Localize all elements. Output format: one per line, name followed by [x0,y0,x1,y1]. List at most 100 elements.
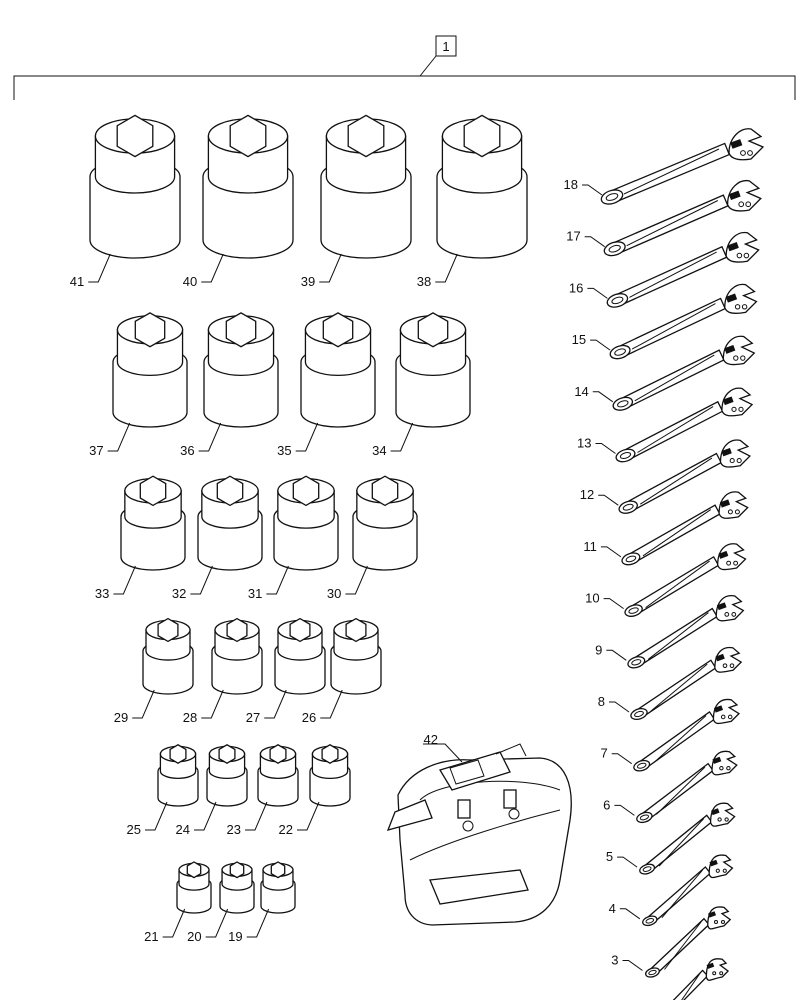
label-socket-24[interactable]: 24 [176,801,217,837]
wrench-9[interactable] [627,595,745,670]
label-socket-21[interactable]: 21 [144,908,186,944]
socket-33[interactable] [120,475,186,571]
socket-label: 30 [327,586,341,601]
label-wrench-6[interactable]: 6 [603,797,635,816]
label-socket-32[interactable]: 32 [172,565,213,601]
label-wrench-11[interactable]: 11 [583,539,622,558]
socket-label: 19 [228,929,242,944]
socket-39[interactable] [320,114,412,259]
wrench-17[interactable] [603,180,762,258]
socket-20[interactable] [219,861,255,914]
wrench-label: 6 [603,797,610,812]
wrench-label: 14 [574,384,588,399]
socket-32[interactable] [197,475,263,571]
wrench-7[interactable] [633,698,741,772]
socket-36[interactable] [203,312,279,428]
label-wrench-15[interactable]: 15 [572,332,611,351]
label-socket-41[interactable]: 41 [70,253,111,289]
wrench-10[interactable] [624,543,747,619]
wrench-13[interactable] [615,387,754,464]
label-socket-29[interactable]: 29 [114,689,155,725]
socket-label: 24 [176,822,190,837]
wrench-3[interactable] [645,906,732,979]
socket-35[interactable] [300,312,376,428]
wrench-5[interactable] [639,802,736,876]
wrench-11[interactable] [621,491,749,567]
label-wrench-9[interactable]: 9 [595,642,627,661]
socket-38[interactable] [436,114,528,259]
label-wrench-12[interactable]: 12 [580,487,619,506]
wrench-8[interactable] [630,646,743,722]
socket-25[interactable] [157,744,199,807]
socket-label: 41 [70,274,84,289]
socket-41[interactable] [89,114,181,259]
wrench-2[interactable] [648,958,730,1000]
socket-26[interactable] [330,617,382,695]
wrench-15[interactable] [609,283,758,361]
socket-30[interactable] [352,475,418,571]
wrench-12[interactable] [618,439,751,515]
wrench-label: 8 [598,694,605,709]
socket-31[interactable] [273,475,339,571]
label-socket-36[interactable]: 36 [180,422,222,458]
socket-label: 34 [372,443,386,458]
label-socket-26[interactable]: 26 [302,689,343,725]
label-socket-23[interactable]: 23 [227,801,268,837]
label-wrench-7[interactable]: 7 [600,746,632,765]
wrench-label: 9 [595,642,602,657]
socket-23[interactable] [257,744,299,807]
label-socket-31[interactable]: 31 [248,565,289,601]
socket-label: 31 [248,586,262,601]
socket-37[interactable] [112,312,188,428]
wrench-label: 17 [566,229,580,244]
label-wrench-8[interactable]: 8 [598,694,630,713]
wrench-4[interactable] [642,854,734,927]
socket-24[interactable] [206,744,248,807]
label-socket-22[interactable]: 22 [279,801,320,837]
socket-29[interactable] [142,617,194,695]
label-socket-33[interactable]: 33 [95,565,136,601]
label-wrench-3[interactable]: 3 [611,953,643,971]
label-wrench-13[interactable]: 13 [577,436,616,454]
label-socket-35[interactable]: 35 [277,422,319,458]
socket-19[interactable] [260,861,296,914]
label-wrench-10[interactable]: 10 [585,591,624,610]
socket-21[interactable] [176,861,212,914]
label-wrench-18[interactable]: 18 [564,177,603,196]
socket-40[interactable] [202,114,294,259]
label-wrench-14[interactable]: 14 [574,384,614,403]
socket-28[interactable] [211,617,263,695]
label-socket-37[interactable]: 37 [89,422,131,458]
socket-label: 40 [183,274,197,289]
socket-label: 33 [95,586,109,601]
label-socket-38[interactable]: 38 [417,253,458,289]
label-wrench-5[interactable]: 5 [606,849,638,868]
socket-22[interactable] [309,744,351,807]
label-socket-40[interactable]: 40 [183,253,224,289]
tool-bag[interactable] [386,743,572,926]
label-socket-30[interactable]: 30 [327,565,368,601]
socket-label: 29 [114,710,128,725]
wrench-14[interactable] [612,335,756,412]
label-wrench-16[interactable]: 16 [569,280,608,299]
assembly-callout[interactable]: 1 [435,35,457,57]
wrench-18[interactable] [600,128,765,207]
label-socket-27[interactable]: 27 [246,689,287,725]
label-socket-20[interactable]: 20 [187,908,229,944]
label-wrench-4[interactable]: 4 [609,901,641,920]
wrench-6[interactable] [636,750,738,824]
socket-27[interactable] [274,617,326,695]
label-socket-34[interactable]: 34 [372,422,414,458]
wrench-16[interactable] [606,231,760,310]
wrenches-group: 18171615141312111098765432 [564,128,765,1000]
label-wrench-17[interactable]: 17 [566,229,605,248]
label-tool-bag[interactable]: 42 [423,732,463,763]
wrench-label: 3 [611,953,618,968]
socket-34[interactable] [395,312,471,428]
label-socket-39[interactable]: 39 [301,253,342,289]
label-socket-28[interactable]: 28 [183,689,224,725]
sockets-group: 41 40 39 38 37 36 35 34 33 32 31 30 29 28 27 26 25 24 23 22… [70,114,528,944]
label-socket-25[interactable]: 25 [127,801,168,837]
label-socket-19[interactable]: 19 [228,908,270,944]
